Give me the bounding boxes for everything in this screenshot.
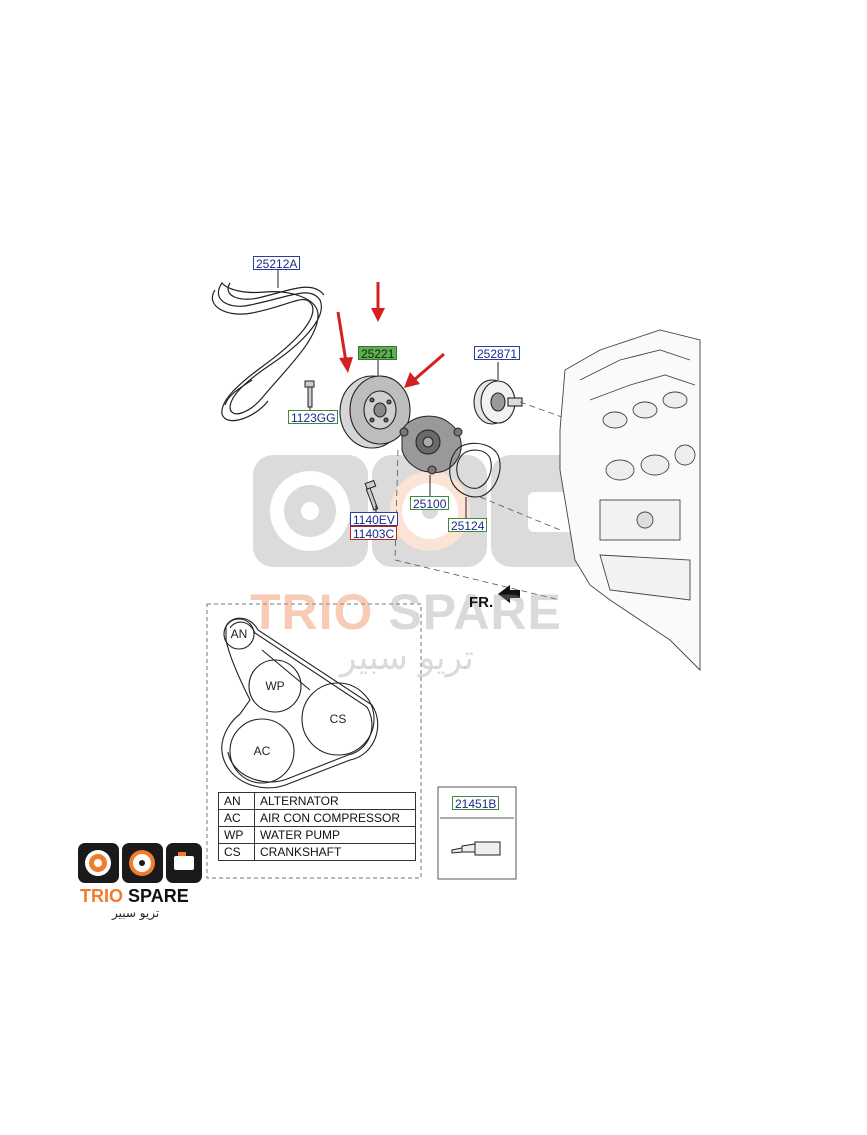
label-belt[interactable]: 25212A — [253, 256, 301, 271]
sealant-tube-drawing — [451, 841, 501, 856]
gasket-drawing — [449, 442, 501, 498]
legend-code: AC — [218, 809, 255, 827]
logo-brand-part1: TRIO — [80, 886, 123, 906]
legend-desc: WATER PUMP — [254, 826, 416, 844]
logo-arabic: تريو سبير — [112, 906, 160, 920]
label-sealant[interactable]: 21451B — [452, 796, 500, 811]
watermark-brand: TRIO SPARE — [250, 583, 562, 641]
label-pulley[interactable]: 25221 — [358, 346, 398, 361]
label-idler[interactable]: 252871 — [474, 346, 521, 361]
water-pump-pulley-drawing — [339, 375, 411, 449]
legend-code: AN — [218, 792, 255, 810]
legend-code: WP — [218, 826, 255, 844]
watermark-brand-part1: TRIO — [250, 584, 374, 640]
legend-desc: CRANKSHAFT — [254, 843, 416, 861]
belt-routing-drawing — [221, 617, 379, 789]
watermark-brand-part2: SPARE — [388, 584, 562, 640]
highlight-arrows — [336, 282, 445, 388]
trio-spare-logo-icons — [78, 843, 202, 883]
label-bolt-2[interactable]: 11403C — [350, 526, 398, 541]
engine-block-drawing — [559, 329, 701, 672]
watermark-arabic: تريو سبير — [340, 638, 474, 678]
legend-code: CS — [218, 843, 255, 861]
logo-brand-part2: SPARE — [128, 886, 189, 906]
belt-routing-inset — [206, 603, 422, 879]
label-gasket[interactable]: 25124 — [448, 518, 488, 533]
pulley-label-an: AN — [230, 627, 248, 641]
label-water-pump[interactable]: 25100 — [410, 496, 450, 511]
legend-desc: ALTERNATOR — [254, 792, 416, 810]
label-pulley-bolt[interactable]: 1123GG — [288, 410, 339, 425]
pulley-label-cs: CS — [329, 712, 347, 726]
sealant-inset — [437, 786, 517, 880]
legend-desc: AIR CON COMPRESSOR — [254, 809, 416, 827]
front-direction-label: FR. — [469, 594, 494, 611]
pulley-label-ac: AC — [253, 744, 271, 758]
drive-belt-drawing — [211, 282, 325, 422]
front-direction-arrow-icon — [498, 585, 520, 603]
logo-brand: TRIO SPARE — [80, 886, 189, 907]
pulley-bolt-drawing — [304, 380, 315, 408]
idler-pulley-drawing — [473, 379, 523, 425]
pulley-label-wp: WP — [265, 679, 285, 693]
label-bolt-1[interactable]: 1140EV — [350, 512, 398, 527]
water-pump-drawing — [399, 415, 463, 475]
